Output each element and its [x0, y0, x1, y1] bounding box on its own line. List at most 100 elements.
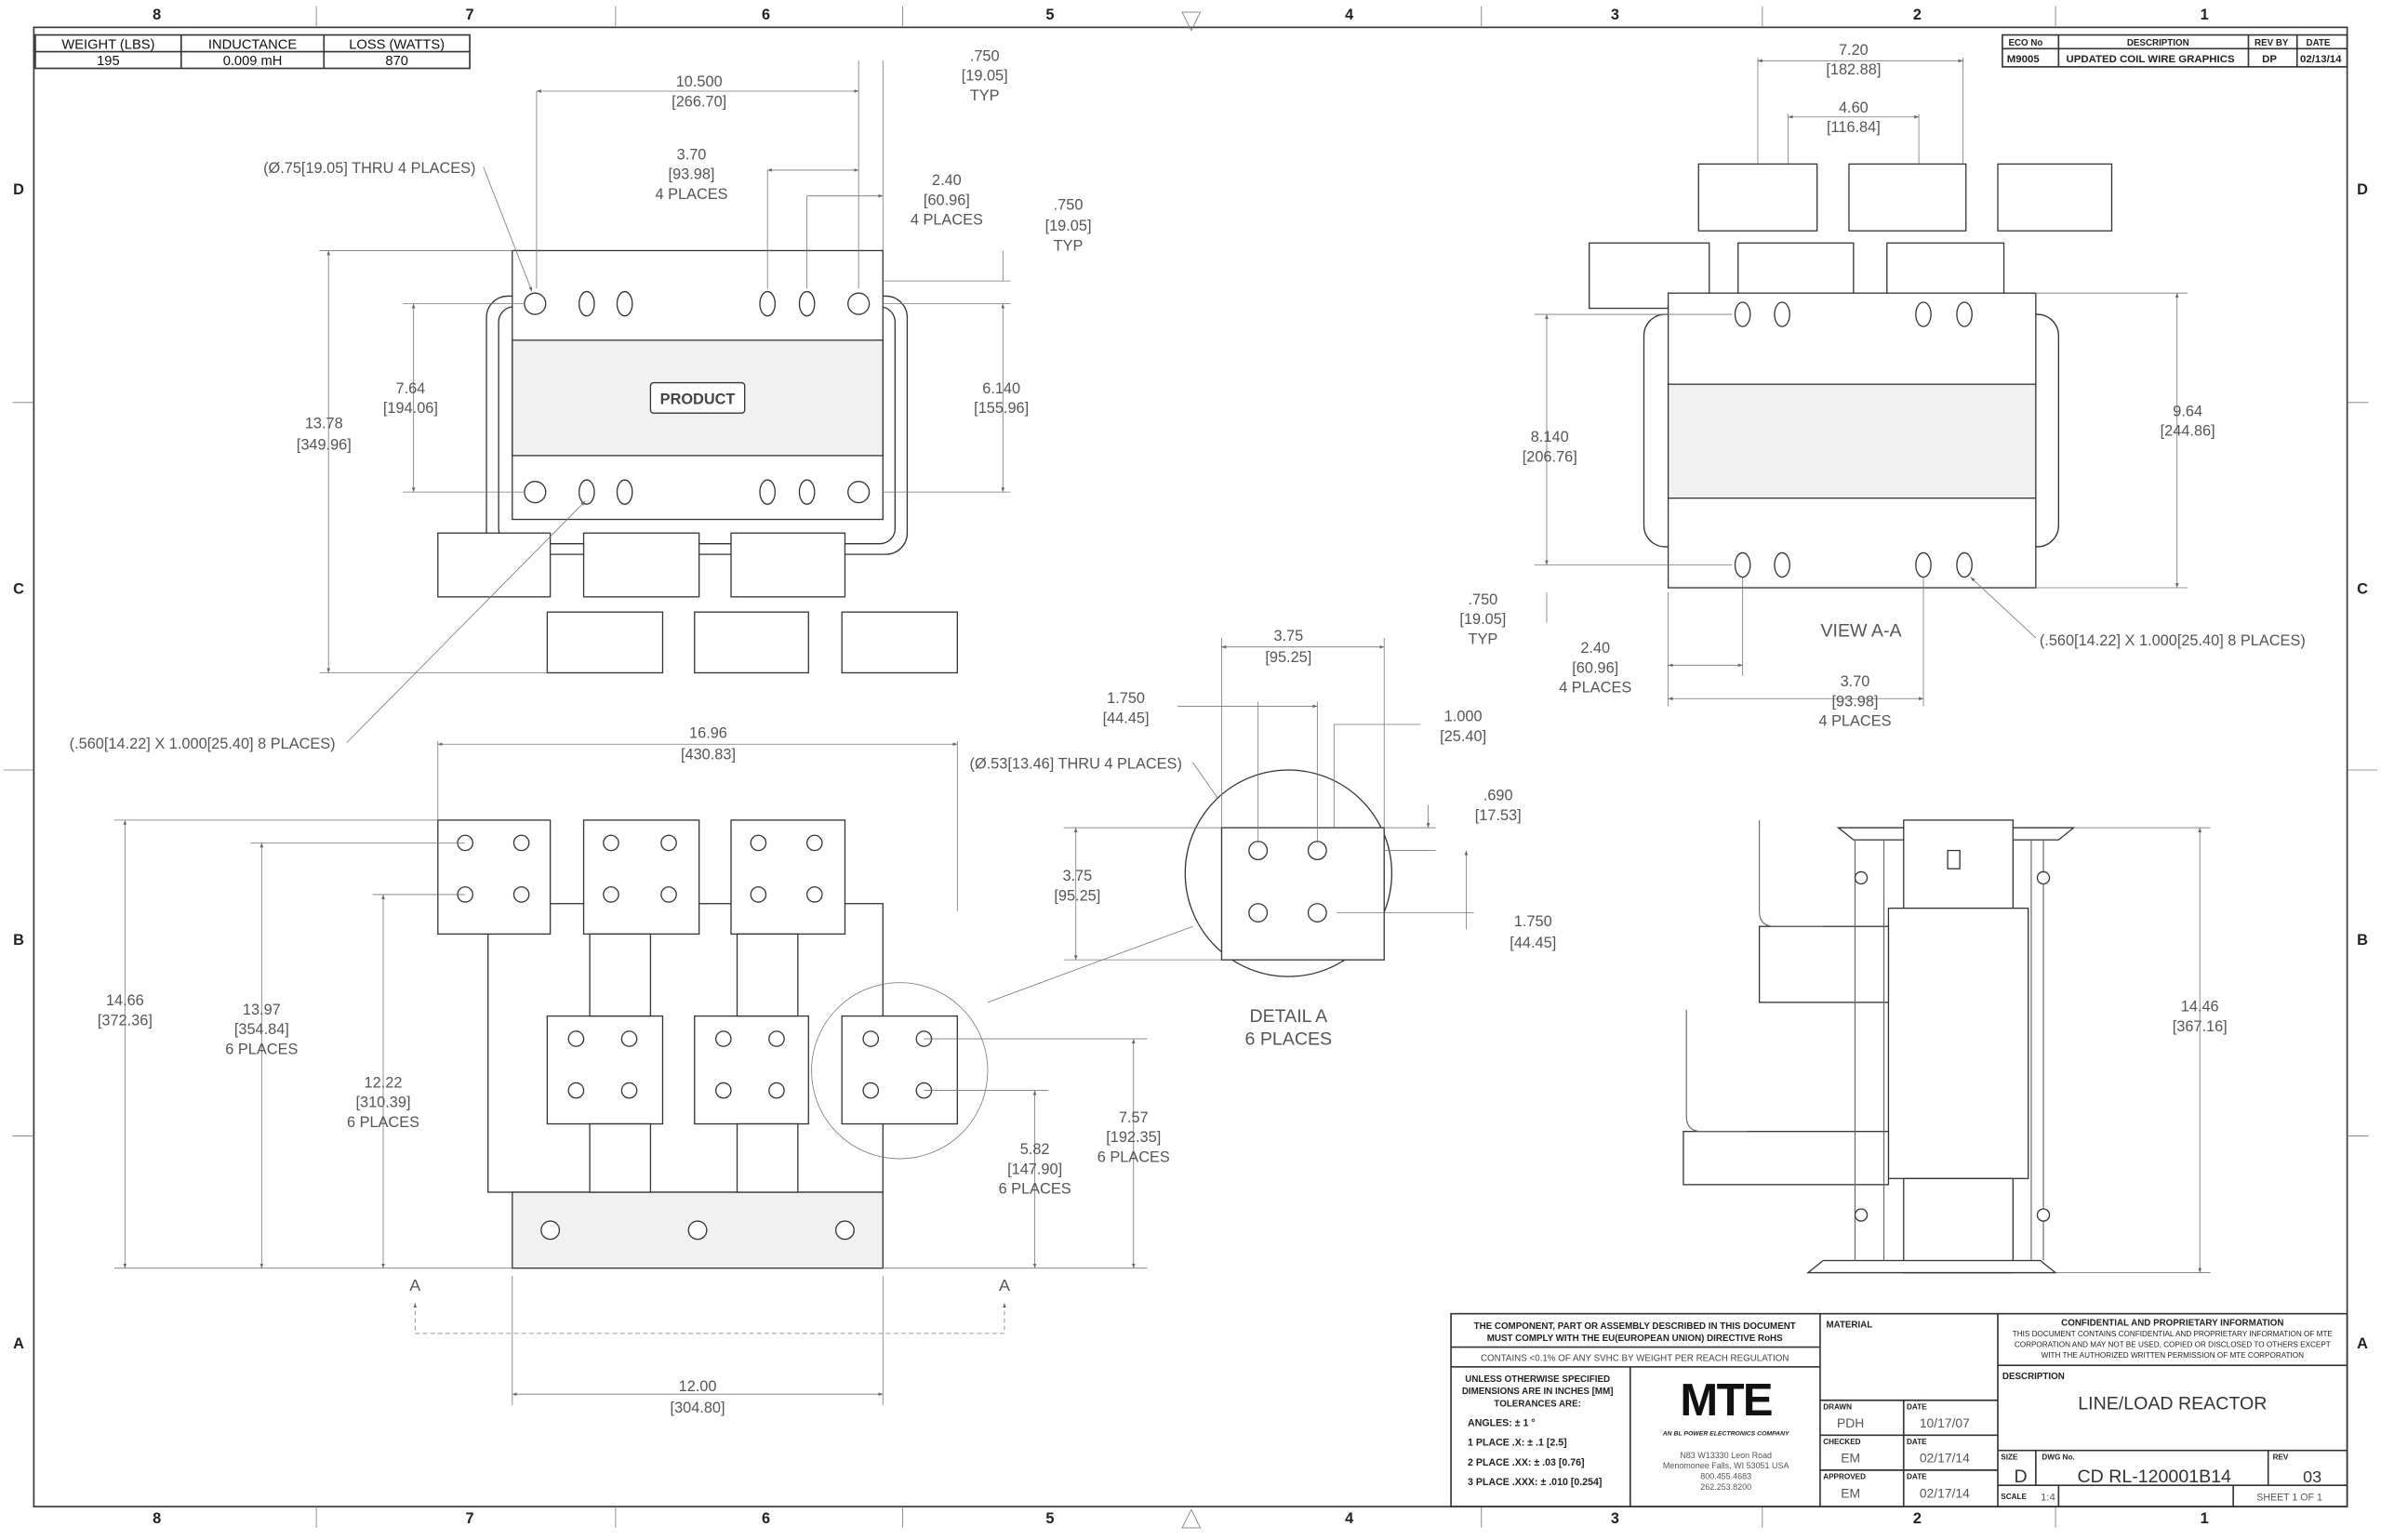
phone-number: 800.455.4683 — [1700, 1472, 1751, 1481]
tolerance-header: DIMENSIONS ARE IN INCHES [MM] — [1462, 1387, 1614, 1397]
checked-label: CHECKED — [1823, 1438, 1860, 1446]
approved-date: 02/17/14 — [1920, 1485, 1970, 1500]
drawn-date: 10/17/07 — [1920, 1415, 1970, 1430]
slot-callout: (.560[14.22] X 1.000[25.40] 8 PLACES) — [2040, 632, 2306, 649]
slot-callout: (.560[14.22] X 1.000[25.40] 8 PLACES) — [70, 736, 336, 752]
dimension-text: [147.90] — [1007, 1161, 1062, 1177]
dimension-text: [19.05] — [1459, 611, 1506, 628]
dimension-text: 3.75 — [1273, 628, 1303, 644]
mte-logo: MTE — [1680, 1375, 1771, 1426]
section-mark: A — [409, 1276, 420, 1294]
eco-number: M9005 — [2007, 54, 2041, 65]
zone-label: 1 — [2201, 1510, 2209, 1527]
sheet-size: D — [2014, 1467, 2027, 1487]
side-view: 14.46 [367.16] — [1683, 819, 2228, 1274]
title-block: THE COMPONENT, PART OR ASSEMBLY DESCRIBE… — [1450, 1312, 2348, 1507]
approved-by: EM — [1841, 1485, 1860, 1500]
dimension-text: [60.96] — [924, 192, 970, 208]
zone-label: 5 — [1045, 7, 1054, 23]
zone-label: 8 — [153, 7, 161, 23]
dimension-text: [304.80] — [671, 1400, 725, 1416]
size-label: SIZE — [2001, 1453, 2018, 1461]
dimension-text: [95.25] — [1265, 649, 1311, 666]
dimension-text: [19.05] — [1045, 218, 1092, 234]
zone-label: 7 — [466, 1510, 474, 1527]
confidential-title: CONFIDENTIAL AND PROPRIETARY INFORMATION — [2061, 1319, 2283, 1329]
detail-title: DETAIL A — [1249, 1006, 1328, 1027]
dimension-text: 1.750 — [1514, 913, 1552, 930]
material-label: MATERIAL — [1826, 1320, 1872, 1330]
drawing-frame: 8 7 6 5 4 3 2 1 8 7 6 5 4 3 2 1 D C B A … — [3, 6, 2378, 1529]
front-view: 16.96 [430.83] (Ø.53[13.46] THRU 4 PLACE… — [98, 725, 1250, 1416]
address-line: N83 W13330 Leon Road — [1680, 1451, 1772, 1460]
rohs-notice: MUST COMPLY WITH THE EU(EUROPEAN UNION) … — [1487, 1334, 1783, 1344]
description-label: DESCRIPTION — [2002, 1372, 2065, 1382]
zone-label: D — [13, 181, 24, 198]
rohs-notice: THE COMPONENT, PART OR ASSEMBLY DESCRIBE… — [1474, 1321, 1796, 1332]
dimension-text: 8.140 — [1531, 429, 1569, 445]
dimension-text: [25.40] — [1440, 728, 1486, 745]
dimension-text: 1.750 — [1107, 690, 1145, 707]
scale-value: 1:4 — [2041, 1493, 2056, 1504]
dimension-text: [93.98] — [1832, 693, 1879, 710]
dimension-text: [310.39] — [355, 1095, 410, 1111]
dimension-text: 6 PLACES — [225, 1041, 298, 1057]
reach-notice: CONTAINS <0.1% OF ANY SVHC BY WEIGHT PER… — [1481, 1353, 1789, 1363]
revised-by: DP — [2262, 54, 2277, 65]
hole-callout: (Ø.75[19.05] THRU 4 PLACES) — [263, 160, 475, 177]
tolerance-1-place: 1 PLACE .X: ± .1 [2.5] — [1468, 1438, 1567, 1449]
zone-label: 8 — [153, 1510, 161, 1527]
dimension-text: [93.98] — [669, 166, 715, 183]
dimension-text: 4 PLACES — [1559, 680, 1631, 697]
dimension-text: .750 — [1468, 591, 1497, 608]
view-a-a: 7.20 [182.88] 4.60 [116.84] 8.140 [206.7… — [1459, 42, 2305, 730]
zone-label: 2 — [1913, 7, 1922, 23]
dwg-label: DWG No. — [2042, 1453, 2074, 1461]
zone-label: 4 — [1345, 1510, 1353, 1527]
dimension-text: [17.53] — [1475, 807, 1522, 824]
phone-number: 262.253.8200 — [1700, 1482, 1751, 1492]
dimension-text: [367.16] — [2173, 1018, 2228, 1035]
dimension-text: 2.40 — [1580, 640, 1610, 657]
date-header: DATE — [2307, 38, 2331, 48]
drawn-by: PDH — [1837, 1415, 1864, 1430]
dimension-text: [266.70] — [672, 93, 726, 110]
zone-label: 3 — [1611, 7, 1619, 23]
dimension-text: 6 PLACES — [347, 1114, 419, 1131]
revision-description: UPDATED COIL WIRE GRAPHICS — [2067, 54, 2235, 65]
date-label: DATE — [1907, 1438, 1927, 1446]
scale-label: SCALE — [2001, 1493, 2027, 1501]
weight-value: 195 — [97, 54, 120, 69]
dimension-text: 4.60 — [1839, 100, 1869, 116]
tolerance-2-place: 2 PLACE .XX: ± .03 [0.76] — [1468, 1457, 1585, 1468]
zone-label: 5 — [1045, 1510, 1054, 1527]
dimension-text: [206.76] — [1523, 448, 1577, 465]
zone-label: 3 — [1611, 1510, 1619, 1527]
zone-label: 2 — [1913, 1510, 1922, 1527]
dimension-text: [430.83] — [681, 747, 736, 763]
dimension-text: [155.96] — [974, 400, 1029, 417]
approved-label: APPROVED — [1823, 1473, 1866, 1481]
detail-subtitle: 6 PLACES — [1245, 1029, 1333, 1050]
eco-header: ECO No — [2008, 38, 2042, 48]
revision-date: 02/13/14 — [2300, 54, 2342, 65]
dimension-text: 5.82 — [1020, 1141, 1050, 1158]
inductance-header: INDUCTANCE — [208, 37, 297, 52]
tolerance-angles: ANGLES: ± 1 ° — [1468, 1418, 1536, 1429]
zone-label: D — [2357, 181, 2368, 198]
dimension-text: 1.000 — [1444, 709, 1483, 725]
dimension-text: 4 PLACES — [911, 212, 983, 229]
revision-number: 03 — [2303, 1467, 2321, 1486]
checked-date: 02/17/14 — [1920, 1451, 1970, 1466]
dimension-text: [44.45] — [1103, 710, 1150, 726]
drawing-description: LINE/LOAD REACTOR — [2078, 1394, 2267, 1414]
dimension-text: [60.96] — [1572, 659, 1618, 676]
section-mark: A — [999, 1276, 1010, 1294]
zone-label: B — [13, 932, 24, 949]
date-label: DATE — [1907, 1473, 1927, 1481]
dimension-text: 14.66 — [106, 992, 144, 1009]
dimension-text: [244.86] — [2161, 423, 2215, 440]
revby-header: REV BY — [2255, 38, 2289, 48]
dimension-text: [349.96] — [297, 436, 352, 453]
